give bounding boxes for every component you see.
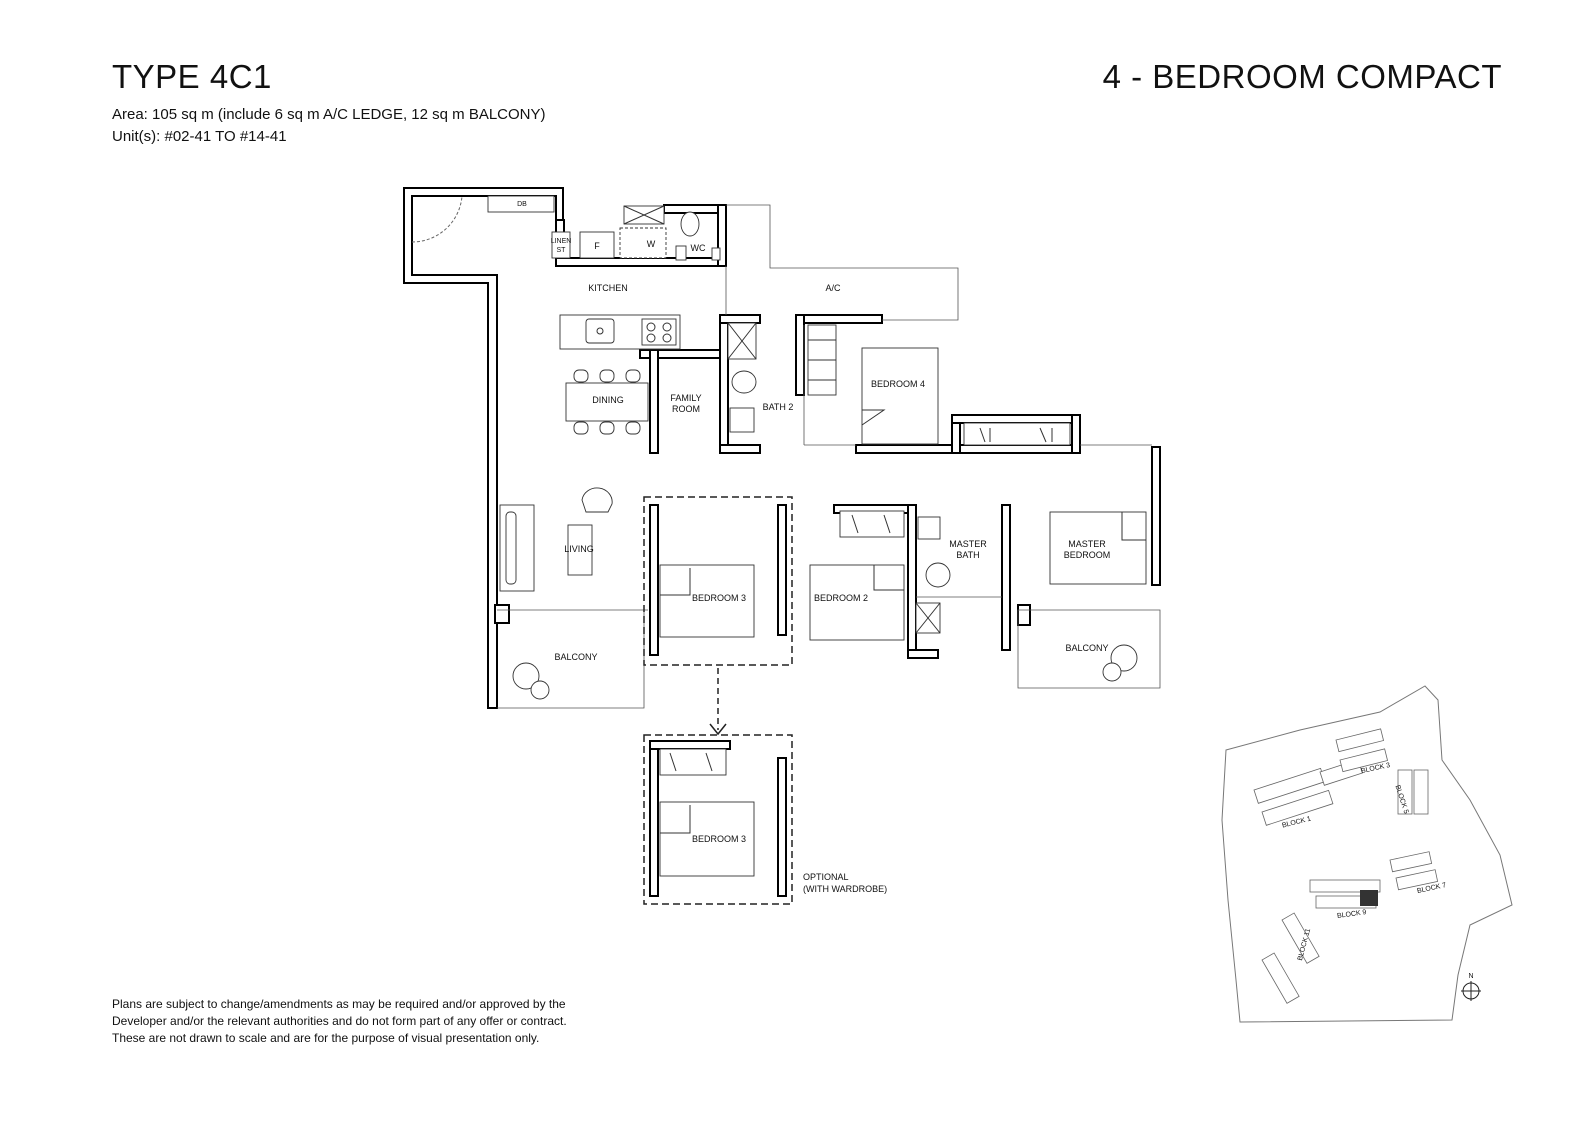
wc-top-wall (663, 204, 727, 214)
bedroom2-bed (809, 564, 905, 641)
bedroom4-wardrobe-2 (963, 422, 1071, 446)
label-bedroom3-optional: BEDROOM 3 (692, 834, 746, 844)
label-dining: DINING (592, 395, 624, 405)
bath2-top-wall (719, 314, 761, 324)
label-family-room: FAMILY (670, 393, 701, 403)
wc-right-wall (717, 204, 727, 267)
label-db: DB (517, 201, 527, 208)
bath2-toilet (731, 370, 757, 394)
label-master-bedroom-2: BEDROOM (1064, 550, 1111, 560)
disclaimer-line: Plans are subject to change/amendments a… (112, 997, 566, 1011)
bedroom3-optional-frame (643, 734, 793, 905)
bedroom3-right-wall (777, 504, 787, 636)
bedroom4-bed (861, 347, 939, 445)
label-bedroom4: BEDROOM 4 (871, 379, 925, 389)
thin-lines (411, 195, 1161, 709)
db-cabinet (487, 195, 555, 213)
masterbath-left-wall (907, 504, 917, 659)
bedroom4-step-right (1071, 414, 1081, 454)
bath2-basin (729, 407, 755, 433)
label-living: LIVING (564, 544, 594, 554)
unit-area-text: Area: 105 sq m (include 6 sq m A/C LEDGE… (112, 106, 546, 123)
living-table (567, 524, 593, 576)
label-optional: OPTIONAL (803, 872, 849, 882)
label-linen: LINEN (551, 238, 572, 245)
master-right-wall (1151, 446, 1161, 586)
living-armchair (581, 487, 613, 513)
unit-numbers-text: Unit(s): #02-41 TO #14-41 (112, 128, 287, 145)
label-family-room-2: ROOM (672, 404, 700, 414)
unit-highlight (1360, 890, 1378, 906)
master-bed (1049, 511, 1147, 585)
exterior-walls (403, 187, 1161, 709)
bedroom3-bed (659, 564, 755, 638)
north-arrow: N (1461, 973, 1481, 1001)
bedroom4-top-wall (795, 314, 883, 324)
site-key-plan: BLOCK 1 BLOCK 3 BLOCK 5 BLOCK 7 BLOCK 9 … (1221, 685, 1513, 1023)
bedroom4-left-wall (795, 314, 805, 396)
wc-toilet (680, 211, 700, 237)
label-wc: WC (691, 243, 706, 253)
optional-bed (659, 801, 755, 877)
linen-cabinet (551, 231, 571, 259)
bedroom3-left-wall (649, 504, 659, 656)
bath2-left-wall (719, 314, 729, 454)
label-fridge: F (594, 241, 600, 251)
kitchen-hob (641, 318, 677, 346)
dining-table (565, 382, 649, 422)
top-wall-kitchen (555, 257, 727, 267)
label-master-bath: MASTER (949, 539, 987, 549)
living-sofa (499, 504, 535, 592)
disclaimer-line: These are not drawn to scale and are for… (112, 1031, 540, 1045)
bath2-bottom-wall (719, 444, 761, 454)
label-master-bath-2: BATH (956, 550, 979, 560)
label-kitchen: KITCHEN (588, 283, 628, 293)
bedroom3-highlight (643, 496, 793, 666)
unit-category-title: 4 - BEDROOM COMPACT (1102, 58, 1502, 95)
north-label: N (1468, 973, 1473, 980)
label-washer: W (647, 239, 656, 249)
label-bedroom3: BEDROOM 3 (692, 593, 746, 603)
master-basin (917, 516, 941, 540)
label-balcony-right: BALCONY (1065, 643, 1108, 653)
kitchen-sink (585, 318, 615, 344)
optional-wardrobe (659, 748, 727, 776)
living-column (494, 604, 510, 624)
optional-bedroom (643, 496, 793, 905)
masterbath-bottom-wall (907, 649, 939, 659)
block9-label: BLOCK 9 (1337, 909, 1367, 920)
fixtures (487, 195, 1147, 700)
bedroom2-wardrobe (839, 510, 905, 538)
master-toilet (925, 562, 951, 588)
label-balcony-left: BALCONY (554, 652, 597, 662)
masterbath-right-wall (1001, 504, 1011, 651)
fridge (579, 231, 615, 259)
masterbed-column (1017, 604, 1031, 626)
disclaimer-line: Developer and/or the relevant authoritie… (112, 1014, 567, 1028)
label-bath2: BATH 2 (763, 402, 794, 412)
label-linen-st: ST (557, 247, 567, 254)
label-ac-ledge: A/C (825, 283, 841, 293)
disclaimer: Plans are subject to change/amendments a… (112, 996, 592, 1047)
family-room-wall (649, 349, 659, 454)
balcony-chair-left (512, 662, 540, 690)
washer-area (619, 227, 667, 259)
unit-type-title: TYPE 4C1 (112, 58, 272, 95)
room-labels: DB LINEN ST F W WC KITCHEN A/C DINING FA… (517, 201, 1110, 894)
label-with-wardrobe: (WITH WARDROBE) (803, 884, 887, 894)
bedroom4-step-top (951, 414, 1081, 424)
label-master-bedroom: MASTER (1068, 539, 1106, 549)
bedroom4-bottom-wall (855, 444, 1081, 454)
label-bedroom2: BEDROOM 2 (814, 593, 868, 603)
left-outer-wall (403, 187, 564, 709)
